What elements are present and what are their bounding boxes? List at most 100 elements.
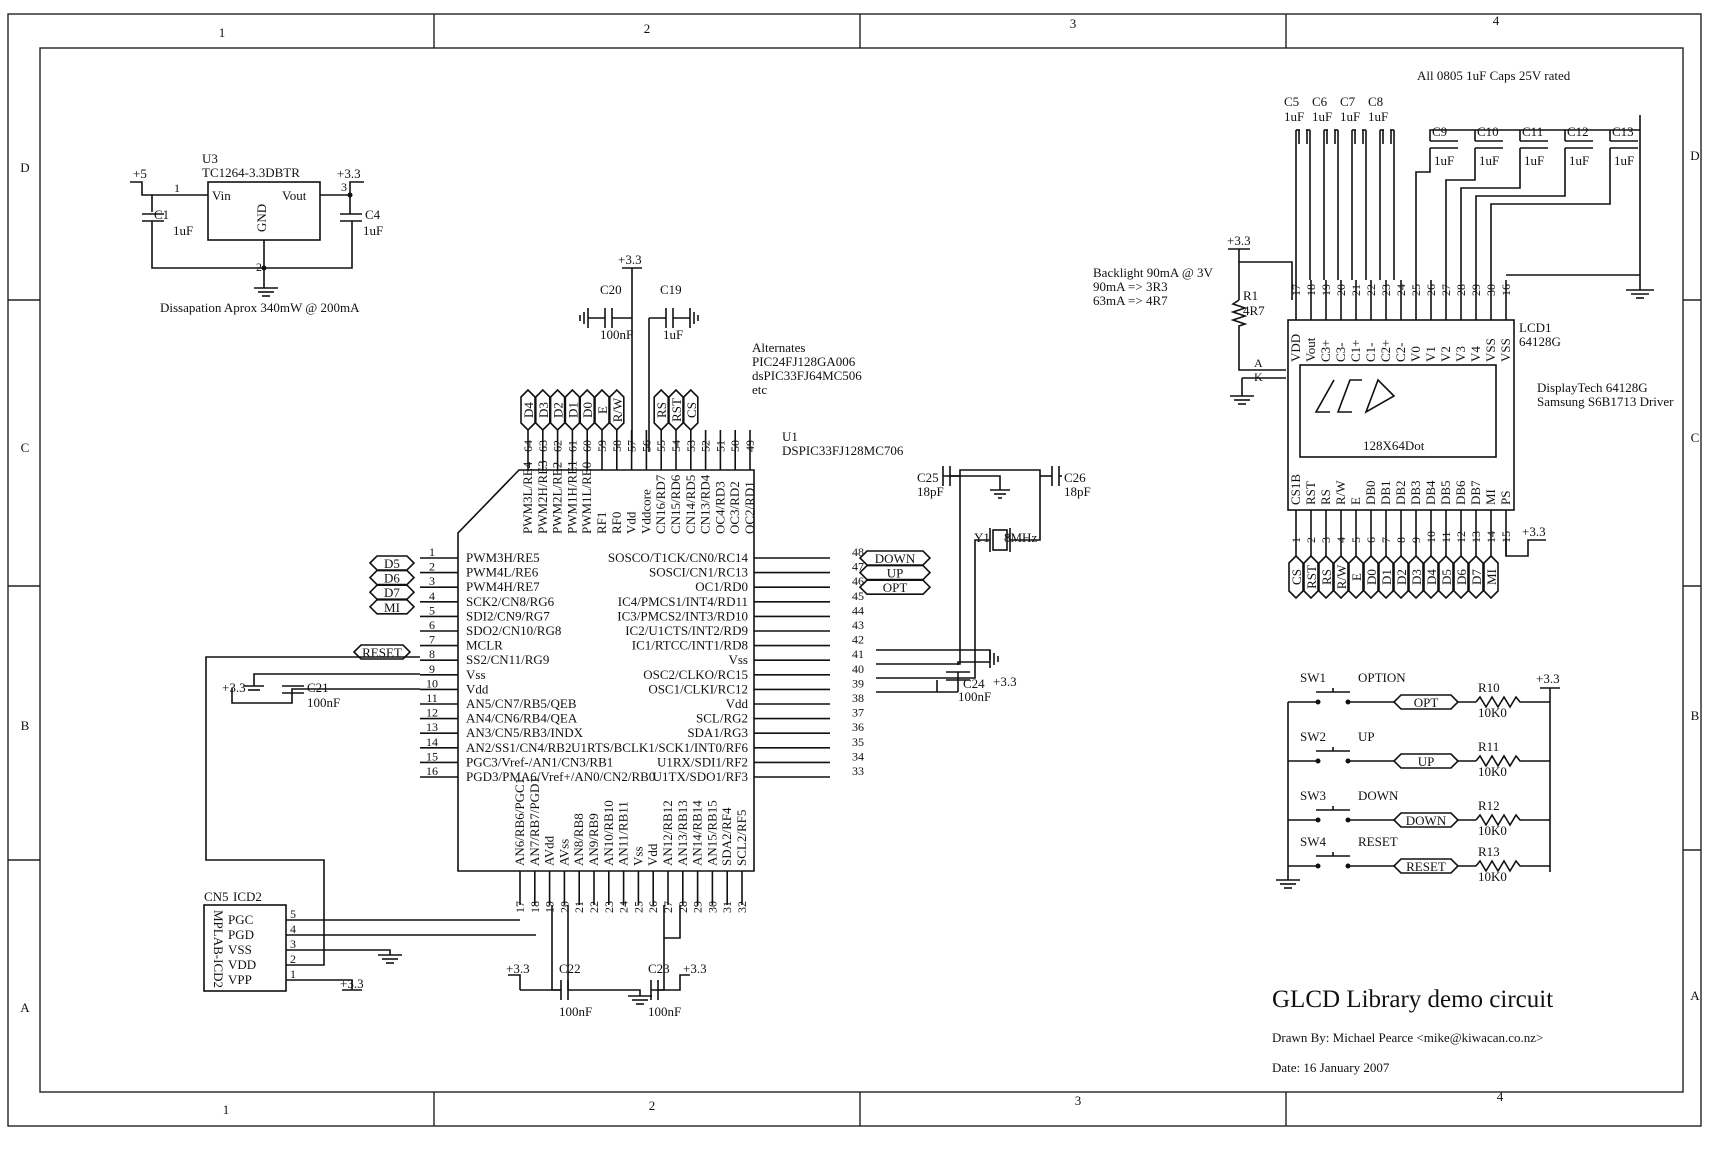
c23-rail: +3.3: [683, 961, 707, 976]
mcu-right-pin-name: U1RTS/BCLK1/SCK1/INT0/RF6: [571, 740, 748, 755]
resistor-value: 10K0: [1478, 705, 1507, 720]
lcd-top-pin-name: Vout: [1303, 337, 1318, 362]
mcu-right-pin-num: 36: [852, 720, 864, 734]
u3-input-rail: +5: [133, 166, 147, 181]
mcu-bottom-pin-num: 26: [646, 901, 660, 913]
lcd-screen: [1299, 364, 1497, 458]
lcd-bottom-tag-2-text: RS: [1319, 569, 1334, 585]
row-label-a-right: A: [1690, 988, 1700, 1003]
lcd-bottom-pin-num: 11: [1439, 531, 1453, 543]
sheet-border: 1 2 3 4 1 2 3 4 D C B A D C B A: [7, 13, 1702, 1127]
mcu-top-tag-9-text: CS: [684, 402, 699, 418]
switch-net-up-text: UP: [1418, 754, 1435, 769]
mcu-left-pin-name: SDI2/CN9/RG7: [466, 608, 550, 623]
mcu-right-pin-name: IC2/U1CTS/INT2/RD9: [625, 623, 748, 638]
dissipation-note: Dissapation Aprox 340mW @ 200mA: [160, 300, 360, 315]
mcu-left-pin-name: AN4/CN6/RB4/QEA: [466, 711, 578, 726]
mcu-left-pin-num: 6: [429, 618, 435, 632]
icd-pin-name: VSS: [228, 942, 252, 957]
mcu-left-pin-num: 16: [426, 764, 438, 778]
top-rail-label: +3.3: [618, 252, 642, 267]
mcu-bottom-pin-num: 25: [631, 901, 645, 913]
pullup-resistor: [1475, 695, 1550, 709]
switch-net-reset: RESET: [1392, 858, 1460, 874]
title-block: GLCD Library demo circuit Drawn By: Mich…: [1272, 986, 1553, 1075]
lcd-bottom-tag-1-text: RST: [1304, 565, 1319, 589]
mcu-left-pin-num: 13: [426, 720, 438, 734]
mcu-top-tag-5-text: E: [595, 406, 610, 414]
mcu-top-pin-name: PWM3L/RE4: [520, 461, 535, 534]
mcu-left-pin-name: PWM4H/RE7: [466, 579, 540, 594]
mcu-bottom-pin-name: AVss: [556, 839, 571, 866]
lcd-top-pin-num: 27: [1439, 284, 1453, 296]
mcu-right-tag-down: DOWN: [858, 550, 932, 566]
mcu-top-pin-num: 64: [521, 440, 535, 452]
mcu-left-pin-name: PGD3/PMA6/Vref+/AN0/CN2/RB0: [466, 769, 655, 784]
mcu-right-pin-name: IC1/RTCC/INT1/RD8: [632, 638, 748, 653]
mcu-right-tag-opt: OPT: [858, 579, 932, 595]
lcd-top-pin-num: 16: [1499, 284, 1513, 296]
mcu-top-pin-name: OC3/RD2: [727, 481, 742, 534]
switch-contacts: [1288, 806, 1394, 821]
mcu-right-pin-name: U1RX/SDI1/RF2: [657, 754, 748, 769]
row-label-c-right: C: [1691, 430, 1700, 445]
c26-value: 18pF: [1064, 484, 1091, 499]
mcu-top-tag-0-text: D4: [521, 402, 536, 418]
cap-value: 1uF: [1368, 109, 1388, 124]
mcu-left-pin-name: SDO2/CN10/RG8: [466, 623, 561, 638]
mcu-left-tag-d7-text: D7: [384, 585, 400, 600]
backlight-cathode: K: [1254, 370, 1263, 384]
lcd-bottom-pin-name: RST: [1303, 481, 1318, 505]
c23-ref: C23: [648, 961, 670, 976]
lcd-ps-rail: +3.3: [1522, 524, 1546, 539]
mcu-top-tag-3-text: D1: [565, 402, 580, 418]
column-label-4-bottom: 4: [1497, 1089, 1504, 1104]
column-label-2-bottom: 2: [649, 1098, 656, 1113]
backlight-anode: A: [1254, 356, 1263, 370]
bottom-decoupling: +3.3 C22 100nF C23 100nF +3.3: [506, 905, 707, 1019]
lcd-bottom-tag-4-text: E: [1349, 573, 1364, 581]
mcu-top-pin-num: 53: [684, 440, 698, 452]
lcd-bottom-tag-9: D4: [1423, 554, 1439, 600]
lcd-top-pin-name: V1: [1423, 346, 1438, 362]
mcu-bottom-pin-name: Vdd: [645, 843, 660, 866]
mcu-right-pin-num: 46: [852, 574, 864, 588]
lcd-bottom-pin-num: 6: [1364, 537, 1378, 543]
lcd-module: All 0805 1uF Caps 25V rated Backlight 90…: [1093, 68, 1674, 600]
mcu-u1: U1 DSPIC33FJ128MC706 Alternates PIC24FJ1…: [420, 340, 904, 913]
lcd-bottom-pin-num: 9: [1409, 537, 1423, 543]
left-decoupling: +3.3 C21 100nF: [222, 673, 420, 710]
lcd-top-pin-num: 20: [1334, 284, 1348, 296]
switch-contacts: [1288, 852, 1394, 867]
u1-part: DSPIC33FJ128MC706: [782, 443, 904, 458]
mcu-right-pin-num: 39: [852, 676, 864, 690]
lcd-top-pin-name: C3+: [1318, 339, 1333, 362]
column-label-2: 2: [644, 21, 651, 36]
mcu-right-pin-name: SOSCO/T1CK/CN0/RC14: [608, 550, 749, 565]
c22-rail: +3.3: [506, 961, 530, 976]
mcu-right-pin-num: 34: [852, 749, 864, 763]
mcu-bottom-pin-num: 27: [661, 901, 675, 913]
mcu-right-pin-name: SCL/RG2: [696, 711, 748, 726]
mcu-bottom-pin-num: 17: [513, 901, 527, 913]
lcd-bottom-pin-num: 12: [1454, 531, 1468, 543]
resistor-ref: R10: [1478, 680, 1500, 695]
lcd-top-pin-num: 19: [1319, 284, 1333, 296]
u3-pin-gnd: GND: [254, 204, 269, 232]
caps-rated-note: All 0805 1uF Caps 25V rated: [1417, 68, 1571, 83]
lcd-bottom-tag-8-text: D3: [1409, 569, 1424, 585]
lcd-top-pin-name: V3: [1453, 346, 1468, 362]
lcd-bottom-pin-name: DB4: [1423, 480, 1438, 505]
mcu-top-pin-num: 61: [565, 440, 579, 452]
switch-ref: SW2: [1300, 729, 1326, 744]
u1-body: [457, 469, 755, 872]
mcu-bottom-pin-name: AVdd: [542, 835, 557, 866]
pullup-resistor: [1475, 754, 1550, 768]
c1-ref: C1: [154, 207, 169, 222]
mcu-top-pin-num: 62: [551, 440, 565, 452]
lcd-bottom-tag-6-text: D1: [1379, 569, 1394, 585]
lcd-top-pin-num: 18: [1304, 284, 1318, 296]
